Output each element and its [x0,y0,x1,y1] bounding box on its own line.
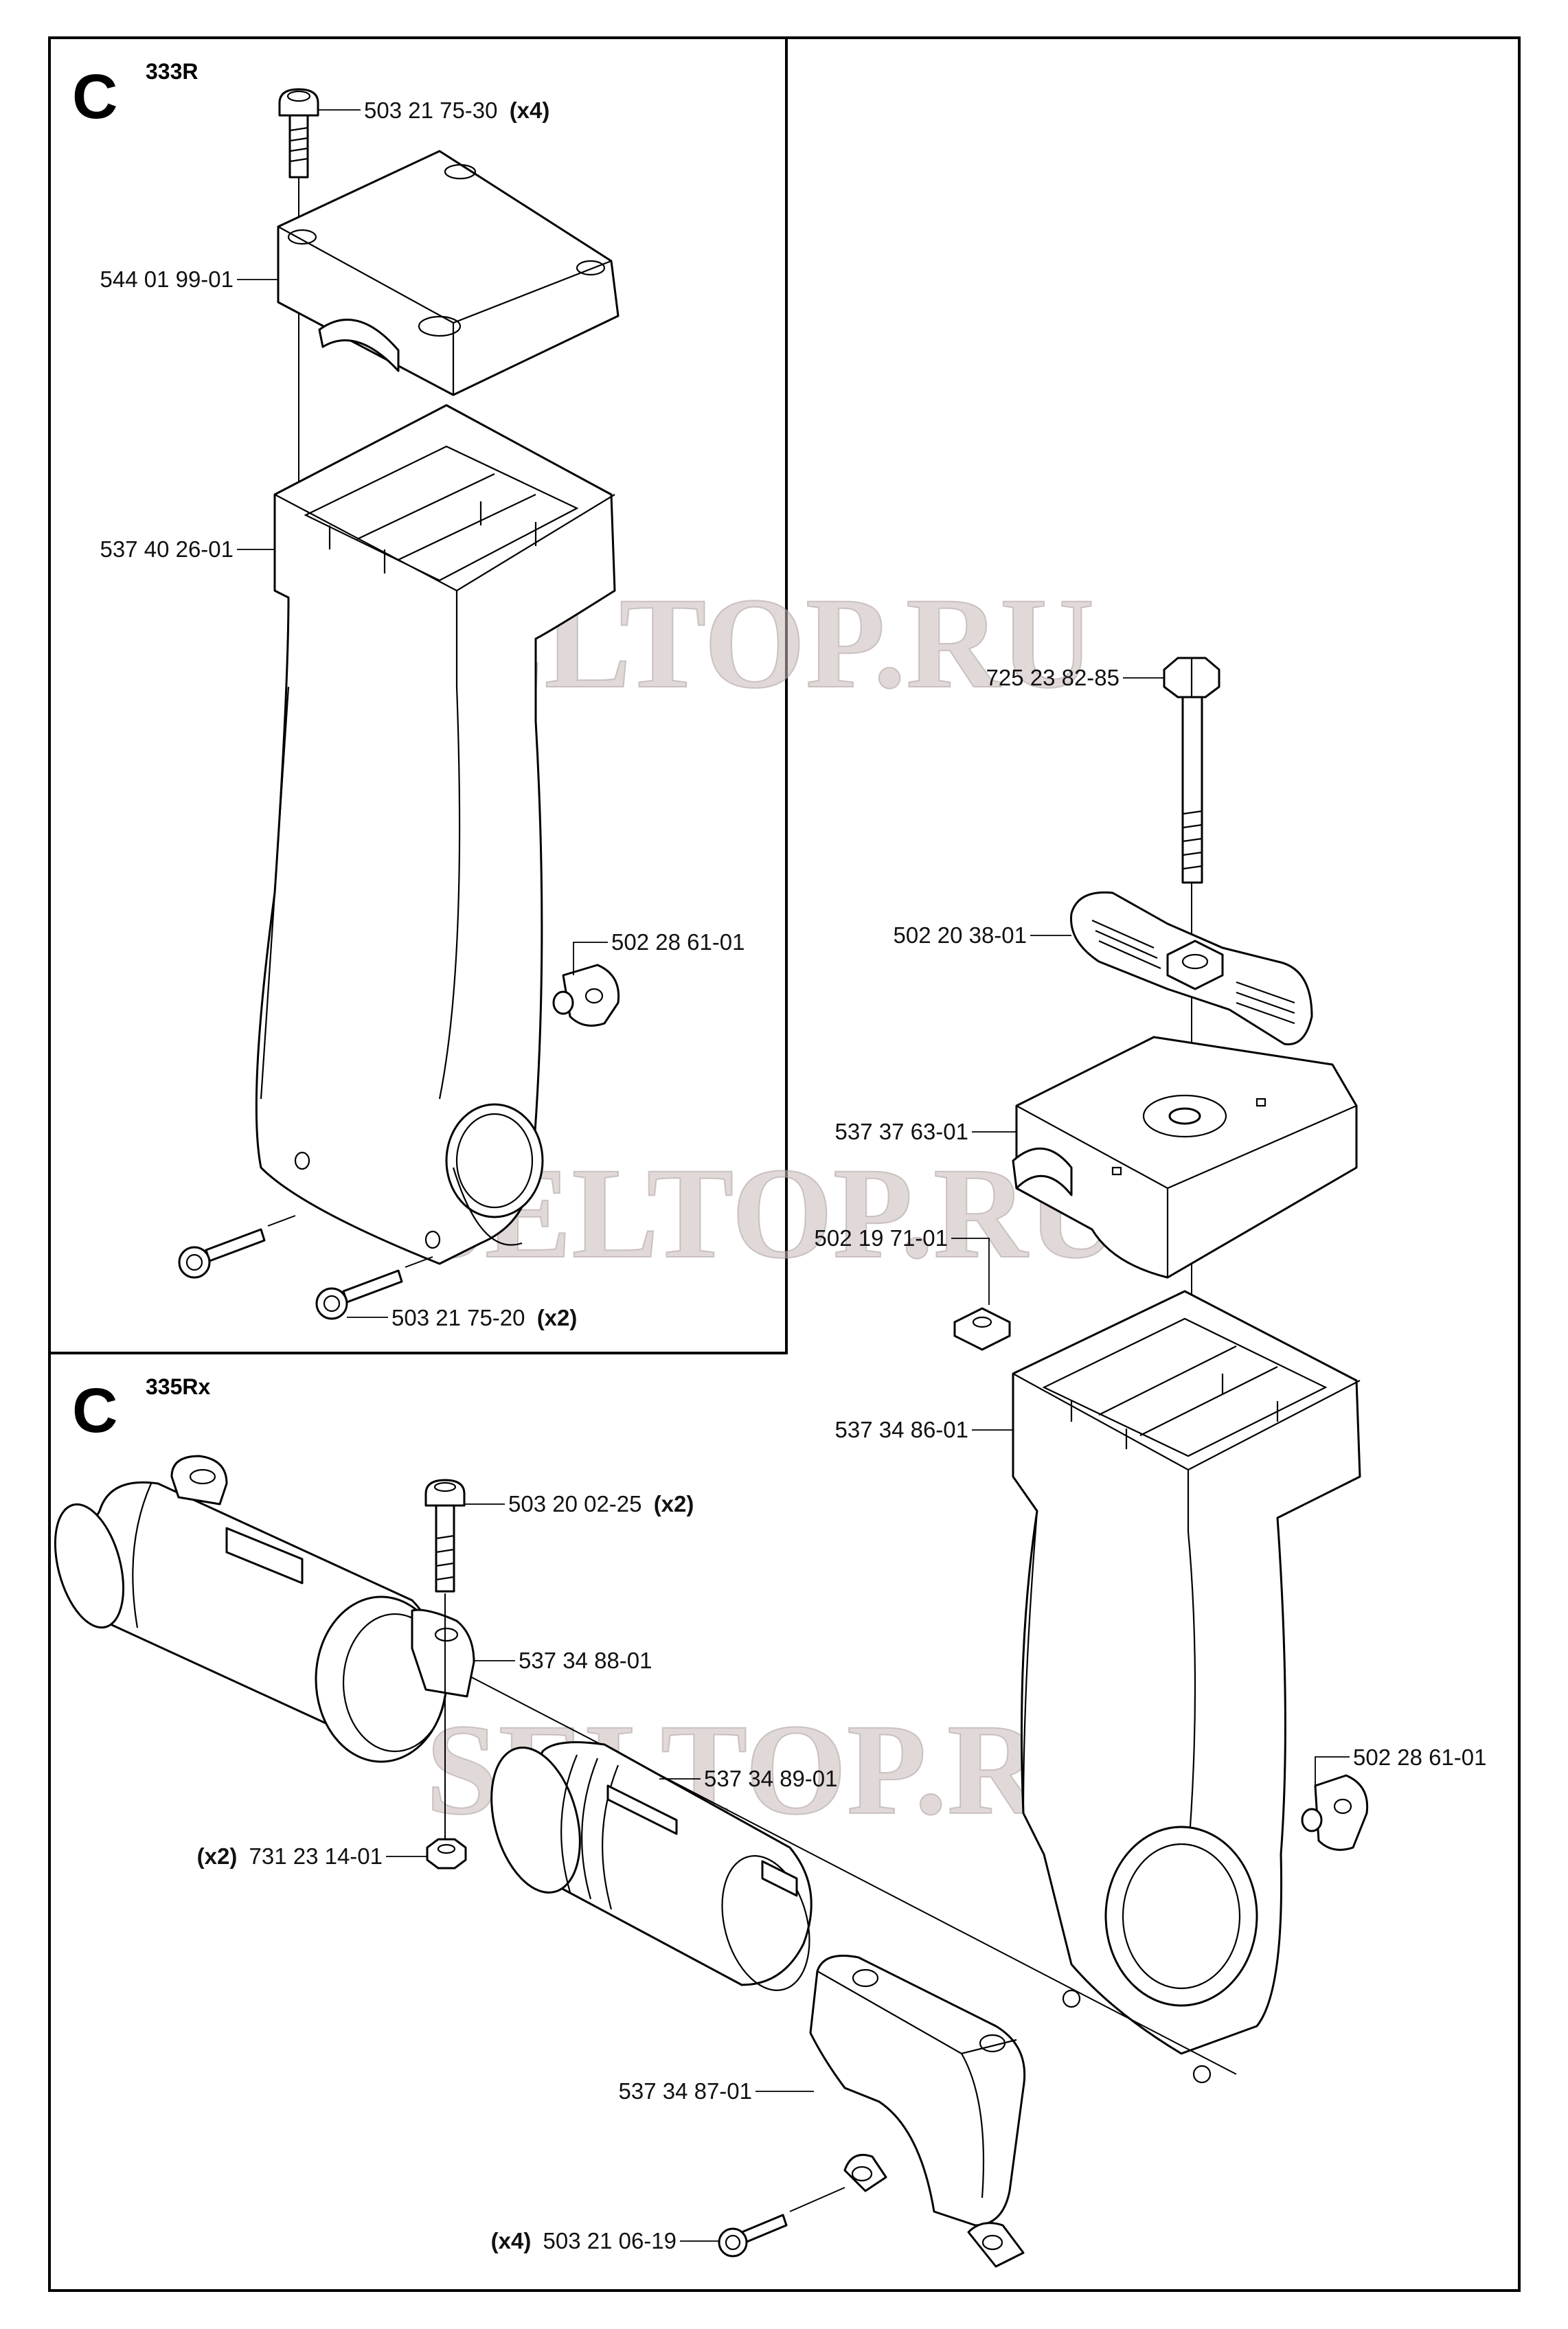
axis-screw-1 [267,1215,296,1227]
tube-clamp-screw [424,1479,466,1593]
section-letter-1: C [72,62,117,132]
part-number-p6: 725 23 82-85 [986,665,1120,690]
part-number-p11: 503 20 02-25 [508,1491,642,1516]
part-number-p12: 537 34 88-01 [519,1648,652,1673]
square-nut [953,1307,1011,1351]
axis-bottom-screw [789,2187,845,2212]
section-letter-2: C [72,1376,117,1446]
axis-tube [336,1606,1237,2075]
part-number-p1: 503 21 75-30 [364,98,498,123]
half-clamp [809,1955,1026,2268]
part-number-p10: 537 34 86-01 [834,1417,968,1442]
axis-screw-2 [405,1256,433,1268]
section-model-2: 335Rx [146,1374,211,1399]
part-number-p8: 537 37 63-01 [834,1119,968,1144]
part-number-p17: 503 21 06-19 [543,2228,677,2253]
part-number-p7: 502 20 38-01 [893,922,1027,948]
label-p15: (x2) 731 23 14-01 [197,1843,383,1869]
part-number-p5: 503 21 75-20 [391,1305,525,1330]
part-number-p13: 537 34 89-01 [704,1766,838,1791]
bottom-screw-2 [315,1269,403,1320]
wing-knob [1070,891,1313,1045]
label-p5: 503 21 75-20 (x2) [391,1305,577,1330]
part-number-p4: 502 28 61-01 [611,929,745,955]
half-clamp-screw [718,2214,788,2258]
part-number-p14: 502 28 61-01 [1353,1745,1487,1770]
part-qty-p1: (x4) [510,98,550,123]
leader-p4 [573,942,608,975]
part-qty-p15: (x2) [197,1843,238,1869]
part-number-p15: 731 23 14-01 [249,1843,383,1869]
section-model-1: 333R [146,59,198,84]
label-p11: 503 20 02-25 (x2) [508,1491,694,1516]
part-number-p16: 537 34 87-01 [618,2078,752,2104]
part-number-p9: 502 19 71-01 [814,1225,948,1251]
screw-top [278,88,319,179]
part-qty-p11: (x2) [654,1491,694,1516]
leader-p9 [951,1238,990,1305]
clamp-cover [1012,1036,1358,1279]
label-p1: 503 21 75-30 (x4) [364,98,549,123]
part-number-p3: 537 40 26-01 [100,536,234,562]
long-bolt [1163,657,1220,884]
tube-sleeve [490,1741,813,1991]
label-p17: (x4) 503 21 06-19 [491,2228,677,2253]
part-number-p2: 544 01 99-01 [100,266,234,292]
handle-top-cap [277,150,620,396]
bottom-screw-1 [178,1228,266,1279]
cable-clip-right [1301,1774,1369,1851]
right-handle-body [1012,1290,1361,2084]
part-qty-p5: (x2) [537,1305,578,1330]
cable-clip-333r [552,964,620,1027]
handle-body [255,404,616,1265]
tube-clamp-assembly [54,1455,475,1763]
hex-nut [426,1838,467,1870]
part-qty-p17: (x4) [491,2228,532,2253]
leader-p14 [1315,1756,1350,1786]
